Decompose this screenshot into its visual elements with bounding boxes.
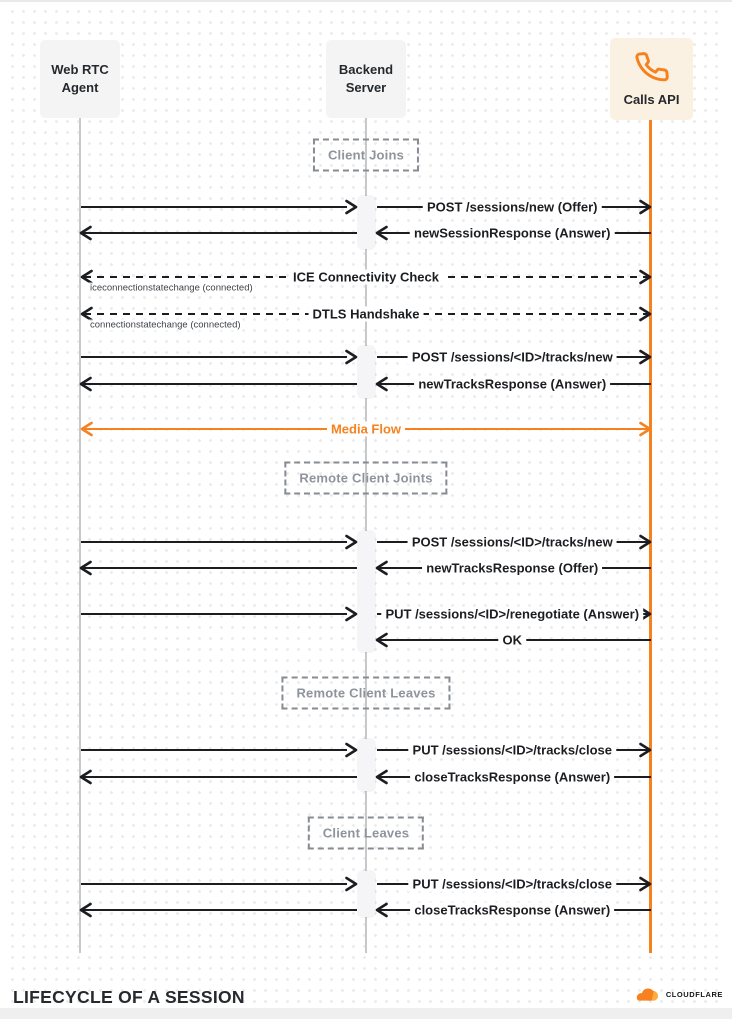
arrowhead-right-icon xyxy=(639,421,652,437)
message-label: POST /sessions/<ID>/tracks/new xyxy=(407,534,617,550)
phase-box: Remote Client Leaves xyxy=(281,676,451,710)
arrowhead-left-icon xyxy=(375,560,388,576)
bottom-strip xyxy=(0,1008,732,1019)
arrowhead-right-icon xyxy=(639,349,652,365)
arrow-line xyxy=(81,355,347,359)
diagram-title: LIFECYCLE OF A SESSION xyxy=(13,987,245,1007)
arrowhead-right-icon xyxy=(345,606,358,622)
arrowhead-right-icon xyxy=(639,742,652,758)
arrowhead-right-icon xyxy=(639,606,652,622)
arrowhead-right-icon xyxy=(639,269,652,285)
actor-calls-api: Calls API xyxy=(610,38,693,120)
activation-bar xyxy=(357,739,375,791)
phase-box: Client Joins xyxy=(312,138,420,172)
arrow-line xyxy=(81,612,347,616)
arrowhead-left-icon xyxy=(80,269,93,285)
arrow-line xyxy=(83,382,357,386)
message-label: newTracksResponse (Answer) xyxy=(414,376,611,392)
arrowhead-left-icon xyxy=(79,902,92,918)
message-label: POST /sessions/new (Offer) xyxy=(423,199,602,215)
message-label: PUT /sessions/<ID>/tracks/close xyxy=(408,742,616,758)
cloudflare-cloud-icon xyxy=(636,988,658,1001)
arrow-line xyxy=(83,231,357,235)
cloudflare-wordmark: CLOUDFLARE xyxy=(665,990,723,999)
message-label: OK xyxy=(498,632,526,648)
arrow-line xyxy=(81,205,347,209)
arrowhead-left-icon xyxy=(375,225,388,241)
message-label: newTracksResponse (Offer) xyxy=(422,560,603,576)
event-sublabel: connectionstatechange (connected) xyxy=(88,319,243,331)
arrow-line xyxy=(83,908,357,912)
event-sublabel: iceconnectionstatechange (connected) xyxy=(88,282,255,294)
actor-label: Backend xyxy=(338,62,394,78)
arrowhead-left-icon xyxy=(375,769,388,785)
arrow-line xyxy=(81,748,347,752)
actor-web-rtc-agent: Web RTC Agent xyxy=(40,40,120,118)
message-label: closeTracksResponse (Answer) xyxy=(410,769,615,785)
arrowhead-right-icon xyxy=(639,876,652,892)
top-edge-line xyxy=(0,0,732,2)
arrowhead-left-icon xyxy=(79,376,92,392)
arrowhead-right-icon xyxy=(345,742,358,758)
arrowhead-left-icon xyxy=(80,306,93,322)
arrow-line xyxy=(81,540,347,544)
arrow-line xyxy=(83,775,357,779)
message-label: DTLS Handshake xyxy=(308,306,424,322)
activation-bar xyxy=(357,871,375,917)
actor-label: Calls API xyxy=(623,91,680,107)
actor-label: Agent xyxy=(61,80,99,95)
activation-bar xyxy=(357,196,375,249)
arrowhead-left-icon xyxy=(80,421,93,437)
message-label: PUT /sessions/<ID>/renegotiate (Answer) xyxy=(381,606,644,622)
arrowhead-left-icon xyxy=(79,769,92,785)
lifeline-web-rtc-agent xyxy=(79,118,81,953)
arrowhead-right-icon xyxy=(345,876,358,892)
cloudflare-logo: CLOUDFLARE xyxy=(634,986,723,1003)
activation-bar xyxy=(357,531,375,652)
lifeline-calls-api xyxy=(649,120,652,953)
arrowhead-left-icon xyxy=(79,560,92,576)
phase-box: Remote Client Joints xyxy=(284,461,448,495)
arrowhead-right-icon xyxy=(345,199,358,215)
actor-label: Web RTC xyxy=(51,62,109,78)
arrowhead-right-icon xyxy=(345,534,358,550)
arrowhead-right-icon xyxy=(345,349,358,365)
message-label: ICE Connectivity Check xyxy=(289,269,443,285)
message-label: newSessionResponse (Answer) xyxy=(410,225,615,241)
arrowhead-left-icon xyxy=(375,376,388,392)
actor-label: Server xyxy=(345,80,387,95)
arrowhead-right-icon xyxy=(639,306,652,322)
arrow-line xyxy=(81,882,347,886)
message-label: PUT /sessions/<ID>/tracks/close xyxy=(408,876,616,892)
arrowhead-left-icon xyxy=(375,632,388,648)
phone-icon xyxy=(634,51,669,82)
arrowhead-right-icon xyxy=(639,534,652,550)
message-label: POST /sessions/<ID>/tracks/new xyxy=(407,349,617,365)
arrowhead-right-icon xyxy=(639,199,652,215)
phase-box: Client Leaves xyxy=(307,816,425,850)
arrowhead-left-icon xyxy=(79,225,92,241)
arrow-line xyxy=(83,566,357,570)
message-label: Media Flow xyxy=(326,421,406,437)
arrowhead-left-icon xyxy=(375,902,388,918)
activation-bar xyxy=(357,346,375,398)
message-label: closeTracksResponse (Answer) xyxy=(410,902,615,918)
